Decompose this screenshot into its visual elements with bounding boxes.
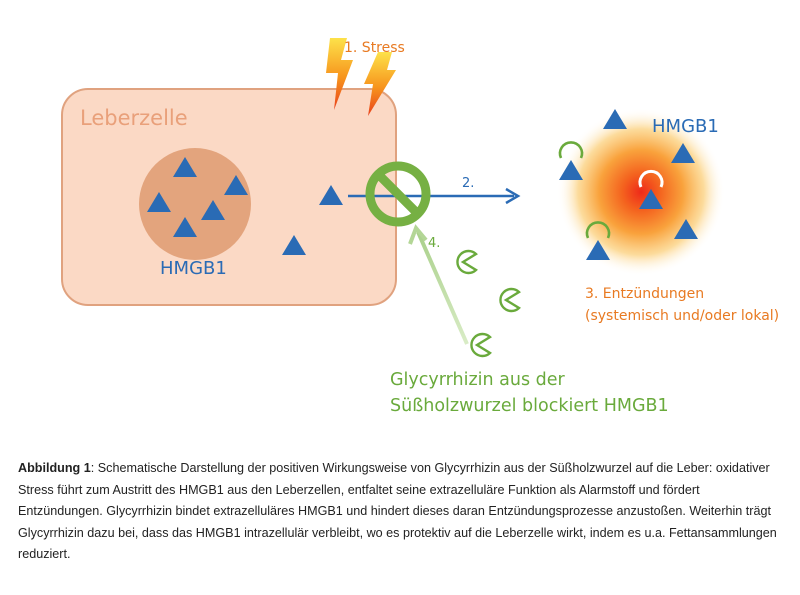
hmgb1-triangle — [603, 109, 627, 129]
figure-caption: Abbildung 1: Schematische Darstellung de… — [18, 458, 786, 566]
glycyrrhizin-label-line1: Glycyrrhizin aus der — [390, 370, 565, 390]
caption-title: Abbildung 1 — [18, 461, 91, 475]
release-arrow-head — [505, 187, 521, 205]
diagram — [61, 38, 725, 358]
glycyrrhizin-arrow — [416, 231, 469, 345]
block-symbol-bar — [375, 171, 421, 217]
glycyrrhizin-bound — [558, 141, 584, 159]
hmgb1-triangle — [173, 217, 197, 237]
glycyrrhizin-bound — [585, 221, 611, 239]
hmgb1-triangle — [671, 143, 695, 163]
stress-label: 1. Stress — [344, 40, 405, 56]
hmgb1-outside-label: HMGB1 — [652, 116, 719, 137]
glycyrrhizin-arrow-head — [408, 224, 428, 245]
hmgb1-triangle — [586, 240, 610, 260]
hmgb1-triangle — [173, 157, 197, 177]
hmgb1-triangle — [282, 235, 306, 255]
hmgb1-triangle — [147, 192, 171, 212]
glycyrrhizin-label-line2: Süßholzwurzel blockiert HMGB1 — [390, 396, 669, 416]
hmgb1-triangle — [201, 200, 225, 220]
cell-label: Leberzelle — [80, 106, 188, 130]
hmgb1-inside-label: HMGB1 — [160, 258, 227, 279]
nucleus — [139, 148, 251, 260]
glycyrrhizin-molecule — [470, 332, 492, 358]
inflammation-label: 3. Entzündungen — [585, 286, 705, 302]
lightning-bolt-icon — [364, 52, 396, 116]
hmgb1-triangle — [674, 219, 698, 239]
glycyrrhizin-molecule — [499, 287, 521, 313]
step4-label: 4. — [428, 236, 441, 251]
hmgb1-triangle — [319, 185, 343, 205]
lightning-bolt-icon — [326, 38, 353, 110]
glycyrrhizin-bound — [638, 169, 664, 188]
inflammation-sub-label: (systemisch und/oder lokal) — [585, 308, 780, 324]
glycyrrhizin-molecule — [456, 249, 478, 275]
caption-text: : Schematische Darstellung der positiven… — [18, 461, 777, 561]
block-symbol — [365, 161, 431, 227]
step2-label: 2. — [462, 176, 475, 191]
hmgb1-triangle — [639, 189, 663, 209]
hmgb1-triangle — [224, 175, 248, 195]
hmgb1-triangle — [559, 160, 583, 180]
